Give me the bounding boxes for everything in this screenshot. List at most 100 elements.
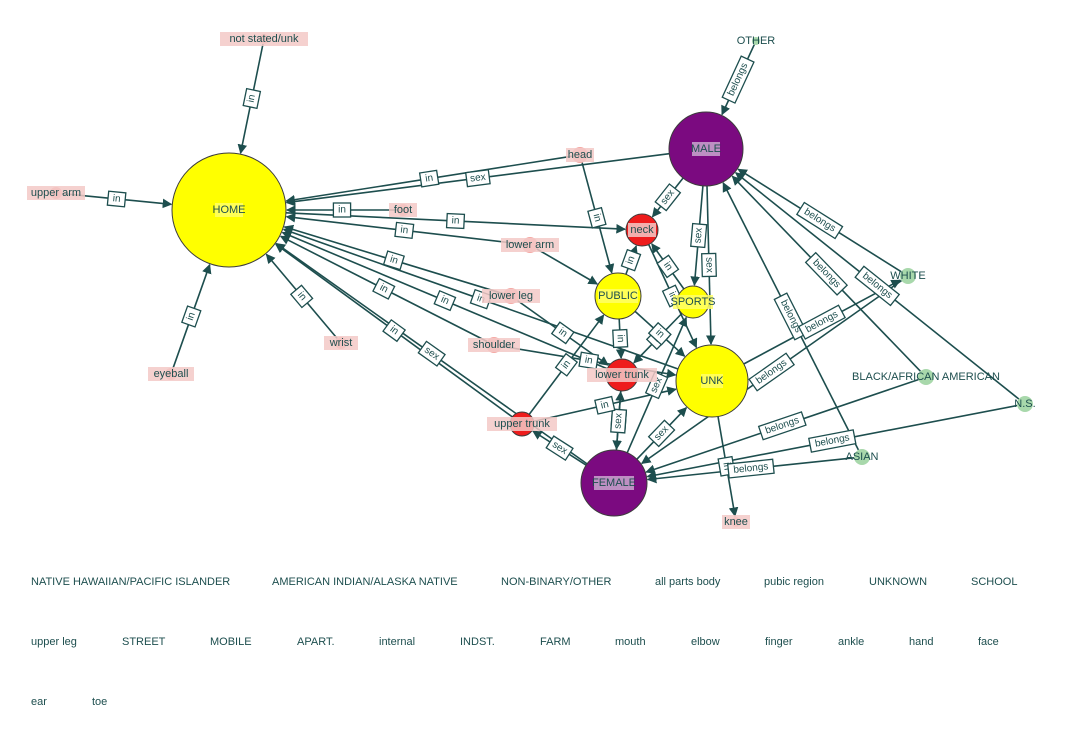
edge-label-asian-female: belongs [726, 458, 775, 479]
legend-item[interactable]: pubic region [764, 576, 824, 588]
node-female[interactable]: FEMALE [580, 449, 648, 517]
edge-label-lowerarm-home: in [394, 221, 415, 240]
node-label-public: PUBLIC [598, 290, 638, 302]
edge-label-female-uppertrunk: sex [545, 435, 574, 462]
node-asian[interactable]: ASIAN [845, 449, 879, 465]
node-ns[interactable]: N.S. [1014, 396, 1036, 412]
legend-item[interactable]: elbow [691, 636, 720, 648]
edge-label-box [721, 55, 755, 104]
nodes-layer: HOME MALE FEMALE UNK PUBLIC SPORTS neck lower t… [27, 32, 1036, 529]
node-circle-ns[interactable] [1017, 396, 1033, 412]
node-lowerleg[interactable]: lower leg [482, 288, 540, 304]
node-circle-asian[interactable] [854, 449, 870, 465]
edge-label-box [701, 252, 717, 278]
edge-label-box [578, 351, 600, 370]
edge-label-text: belongs [733, 461, 769, 476]
edge-label-male-home: sex [464, 169, 491, 188]
legend-item[interactable]: upper leg [31, 636, 77, 648]
node-circle-black[interactable] [918, 369, 934, 385]
node-notstated[interactable]: not stated/unk [220, 32, 308, 46]
legend-item[interactable]: UNKNOWN [869, 576, 928, 588]
edge-label-lowertrunk-home: in [433, 289, 457, 312]
node-foot[interactable]: foot [389, 203, 417, 217]
edge-label-other-male: belongs [721, 55, 755, 104]
node-lowertrunk[interactable]: lower trunk [587, 358, 657, 392]
edge-label-text: in [720, 462, 732, 472]
legend-item[interactable]: ear [31, 696, 47, 708]
legend-item[interactable]: internal [379, 636, 416, 648]
node-eyeball[interactable]: eyeball [148, 367, 194, 381]
node-label-bg [501, 238, 559, 252]
node-label-lowertrunk: lower trunk [595, 369, 649, 381]
edge-label-text: in [600, 399, 610, 411]
node-circle-other[interactable] [752, 37, 760, 45]
edge-label-box [594, 395, 616, 415]
edge-label-text: in [246, 94, 258, 104]
node-black[interactable]: BLACK/AFRICAN AMERICAN [852, 369, 1000, 385]
edge-label-box [726, 458, 775, 479]
node-white[interactable]: WHITE [890, 268, 926, 284]
node-upperarm[interactable]: upper arm [27, 186, 85, 200]
node-circle-white[interactable] [900, 268, 916, 284]
edge-label-box [418, 169, 440, 188]
legend-item[interactable]: all parts body [655, 576, 721, 588]
legend-item[interactable]: NON-BINARY/OTHER [501, 576, 612, 588]
legend-item[interactable]: toe [92, 696, 108, 708]
edge-label-public-neck: in [620, 248, 642, 272]
legend-item[interactable]: mouth [615, 636, 646, 648]
node-male[interactable]: MALE [668, 111, 744, 187]
node-label-ns: N.S. [1014, 398, 1035, 410]
node-other[interactable]: OTHER [737, 35, 776, 47]
edge-label-box [445, 212, 466, 230]
edge-label-box [545, 435, 574, 462]
edge-label-box [610, 408, 628, 434]
node-label-bg [215, 203, 243, 217]
legend-item[interactable]: hand [909, 636, 934, 648]
edge-label-lowerleg-home: in [382, 250, 405, 271]
node-lowerarm[interactable]: lower arm [501, 237, 559, 253]
edge-label-box [748, 352, 796, 392]
legend-item[interactable]: MOBILE [210, 636, 252, 648]
legend-item[interactable]: INDST. [460, 636, 495, 648]
edge-label-lowerleg-lowertrunk: in [550, 321, 575, 345]
edge-label-eyeball-home: in [181, 305, 202, 328]
legend-item[interactable]: SCHOOL [971, 576, 1018, 588]
edge-label-unk-white: belongs [797, 304, 847, 340]
edge-label-box [382, 318, 407, 343]
legend-item[interactable]: APART. [297, 636, 335, 648]
node-unk[interactable]: UNK [675, 344, 749, 418]
edge-label-ns-female: belongs [808, 429, 857, 453]
node-uppertrunk[interactable]: upper trunk [487, 411, 557, 437]
edge-label-black-male: belongs [804, 251, 849, 296]
node-label-bg [673, 295, 713, 309]
legend-item[interactable]: FARM [540, 636, 571, 648]
legend-item[interactable]: ankle [838, 636, 865, 648]
edge-label-box [654, 183, 682, 212]
node-head[interactable]: head [566, 147, 594, 163]
node-knee[interactable]: knee [722, 515, 750, 529]
legend-item[interactable]: face [978, 636, 999, 648]
node-wrist[interactable]: wrist [324, 336, 358, 350]
edge-label-male-neck: sex [654, 183, 682, 212]
node-shoulder[interactable]: shoulder [468, 337, 520, 353]
node-label-bg [566, 148, 594, 162]
edge-label-shoulder-home: in [372, 277, 396, 300]
node-label-bg [389, 203, 417, 217]
legend-item[interactable]: STREET [122, 636, 166, 648]
node-public[interactable]: PUBLIC [594, 272, 642, 320]
edge-label-wrist-home: in [289, 284, 314, 309]
legend-item[interactable]: NATIVE HAWAIIAN/PACIFIC ISLANDER [31, 576, 231, 588]
node-label-female: FEMALE [592, 477, 636, 489]
legend-item[interactable]: AMERICAN INDIAN/ALASKA NATIVE [272, 576, 458, 588]
node-label-eyeball: eyeball [154, 368, 189, 380]
edge-label-head-public: in [587, 206, 607, 229]
legend-item[interactable]: finger [765, 636, 793, 648]
edge-label-female-lowertrunk: sex [610, 408, 628, 434]
node-label-bg [468, 338, 520, 352]
edge-label-box [550, 321, 575, 345]
node-home[interactable]: HOME [171, 152, 287, 268]
node-sports[interactable]: SPORTS [670, 285, 716, 319]
edge-lowerarm-public [536, 248, 599, 285]
node-neck[interactable]: neck [625, 213, 659, 247]
